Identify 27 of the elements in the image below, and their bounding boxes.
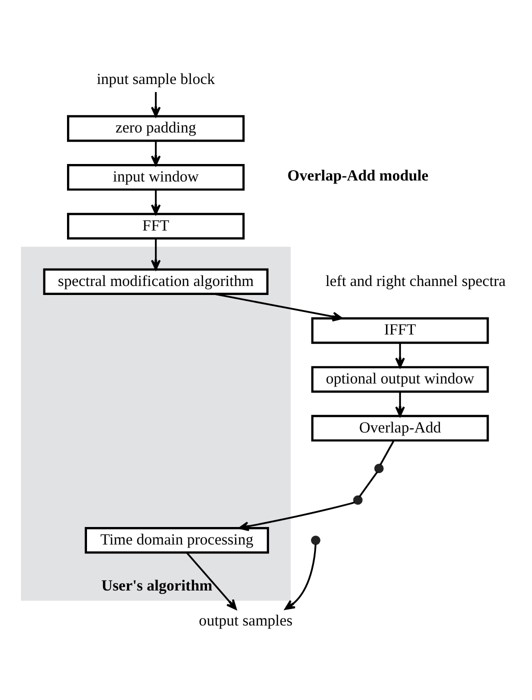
node-box: spectral modification algorithm — [43, 268, 268, 295]
node-circle — [374, 463, 384, 473]
node-circle — [310, 535, 320, 545]
node-box: FFT — [67, 212, 245, 240]
node-text: input sample block — [96, 70, 215, 88]
arrow — [150, 140, 161, 166]
node-text: output samples — [198, 612, 293, 629]
connector — [358, 470, 378, 497]
node-box: Overlap-Add — [311, 414, 489, 442]
node-circle — [353, 494, 363, 504]
label: Overlap-Add module — [287, 166, 428, 184]
arrow — [150, 189, 161, 214]
arrow — [150, 92, 161, 117]
label: left and right channel spectra — [325, 272, 506, 290]
node-box: optional output window — [311, 366, 489, 392]
node-box: input window — [67, 164, 245, 190]
arrow — [238, 500, 355, 531]
node-box: Time domain processing — [84, 526, 270, 554]
arrow — [186, 552, 237, 610]
arrow — [150, 238, 161, 270]
arrow — [395, 342, 405, 368]
node-box: zero padding — [67, 114, 245, 142]
arrow — [214, 292, 343, 321]
arrow — [284, 543, 316, 610]
connector — [380, 440, 395, 465]
node-box: IFFT — [311, 316, 489, 344]
arrow — [395, 391, 405, 416]
